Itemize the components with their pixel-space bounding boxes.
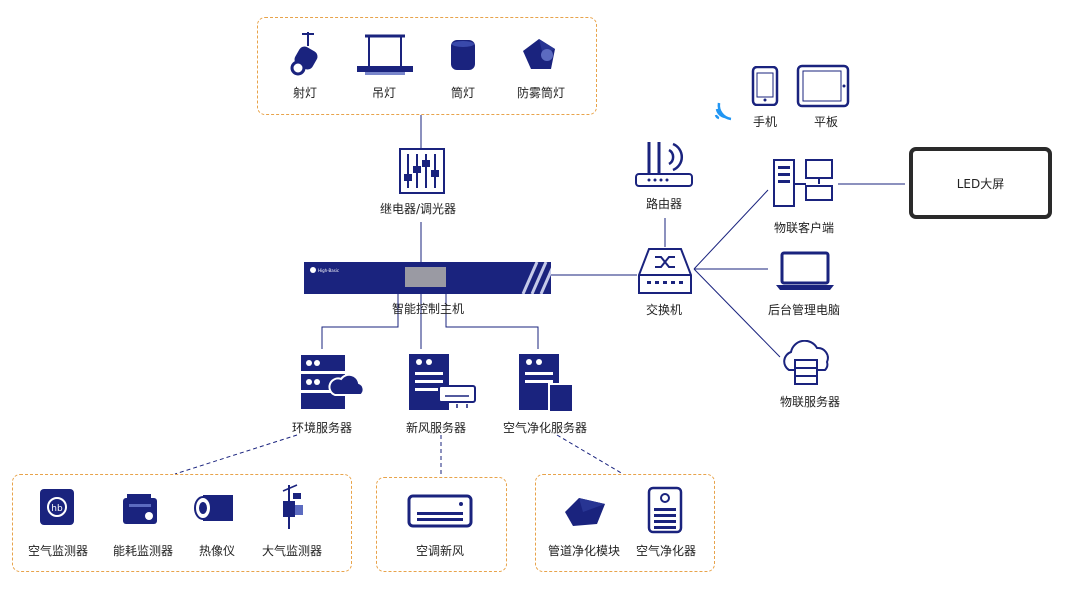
fresh-air-group — [376, 477, 507, 572]
led-screen-label: LED大屏 — [956, 176, 1005, 191]
fresh-air-server-icon — [409, 354, 476, 410]
duct-purify-module-icon — [565, 498, 605, 526]
iot-server-label: 物联服务器 — [779, 395, 841, 409]
iot-client-label: 物联客户端 — [773, 221, 835, 235]
energy-monitor-label: 能耗监测器 — [112, 544, 174, 558]
air-purify-server-icon — [519, 354, 574, 413]
air-purifier-label: 空气净化器 — [635, 544, 697, 558]
switch-label: 交换机 — [645, 303, 683, 317]
thermal-imager-icon — [194, 495, 233, 521]
phone-icon — [751, 66, 779, 106]
air-purify-server-label: 空气净化服务器 — [502, 421, 588, 435]
backend-pc-label: 后台管理电脑 — [767, 303, 841, 317]
air-conditioner-icon — [407, 494, 473, 528]
air-purifier-icon — [647, 486, 683, 534]
iot-server-icon — [783, 340, 829, 385]
atmosphere-monitor-label: 大气监测器 — [261, 544, 323, 558]
iot-client-icon — [773, 159, 833, 207]
host-stripes-icon — [521, 262, 551, 294]
energy-monitor-icon — [123, 494, 157, 524]
host-brand: High-Basic — [310, 267, 339, 273]
air-monitor-icon: hb — [40, 489, 74, 525]
router-icon — [635, 142, 693, 187]
env-devices-group — [12, 474, 352, 572]
led-screen: LED大屏 — [909, 147, 1052, 219]
tablet-icon — [796, 64, 850, 108]
duct-purify-module-label: 管道净化模块 — [547, 544, 621, 558]
host-label: 智能控制主机 — [391, 302, 465, 316]
wifi-icon — [714, 102, 732, 121]
thermal-imager-label: 热像仪 — [198, 544, 236, 558]
atmosphere-monitor-icon — [282, 484, 303, 529]
env-server-icon — [301, 355, 365, 409]
fog-downlight-icon — [523, 39, 555, 69]
downlight-label: 筒灯 — [450, 86, 476, 100]
tablet-label: 平板 — [813, 115, 839, 129]
downlight-icon — [451, 40, 475, 70]
pendant-light-icon — [357, 34, 413, 75]
air-monitor-label: 空气监测器 — [27, 544, 89, 558]
smart-control-host: High-Basic — [304, 262, 551, 294]
host-display — [405, 267, 446, 287]
laptop-icon — [776, 251, 834, 290]
fresh-air-server-label: 新风服务器 — [405, 421, 467, 435]
svg-text:hb: hb — [51, 504, 63, 514]
spotlight-label: 射灯 — [292, 86, 318, 100]
switch-icon — [638, 248, 692, 294]
relay-dimmer-label: 继电器/调光器 — [379, 202, 457, 216]
lights-group — [257, 17, 597, 115]
pendant-light-label: 吊灯 — [371, 86, 397, 100]
phone-label: 手机 — [752, 115, 778, 129]
router-label: 路由器 — [645, 197, 683, 211]
air-conditioner-label: 空调新风 — [415, 544, 465, 558]
fog-downlight-label: 防雾筒灯 — [516, 86, 566, 100]
spotlight-icon — [290, 32, 318, 76]
env-server-label: 环境服务器 — [291, 421, 353, 435]
purify-group — [535, 474, 715, 572]
relay-dimmer-icon — [399, 148, 445, 194]
